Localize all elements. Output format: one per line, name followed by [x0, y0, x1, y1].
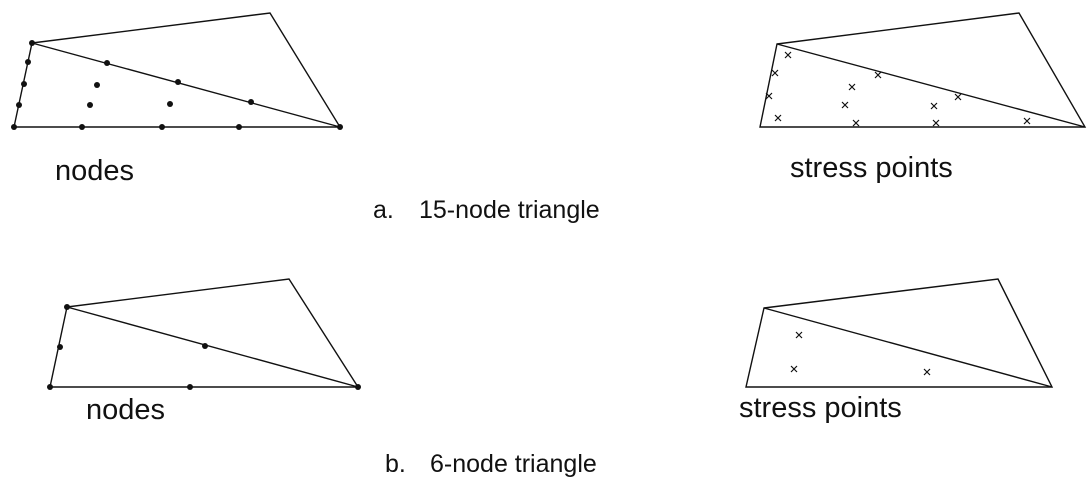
element-diagonal [66, 306, 359, 388]
panel-a-stress-label: stress points [790, 152, 953, 184]
stress-point-cross [1023, 117, 1031, 125]
node-dot [47, 384, 53, 390]
element-outline [13, 12, 342, 128]
node-points [47, 304, 361, 390]
stress-point-cross [848, 83, 856, 91]
node-dot [64, 304, 70, 310]
panel-b: nodes stress points b. 6-node triangle [47, 278, 1054, 477]
element-diagonal [31, 42, 341, 128]
node-dot [57, 344, 63, 350]
stress-point-cross [795, 331, 803, 339]
element-outline [49, 278, 360, 388]
node-dot [21, 81, 27, 87]
stress-points [765, 51, 1031, 127]
node-dot [248, 99, 254, 105]
stress-point-cross [923, 368, 931, 376]
stress-points [790, 331, 931, 376]
panel-b-nodes-element [47, 278, 361, 390]
panel-b-caption-letter: b. [385, 450, 406, 477]
panel-a-caption-text: 15-node triangle [419, 196, 600, 224]
stress-point-cross [874, 71, 882, 79]
stress-point-cross [954, 93, 962, 101]
node-dot [94, 82, 100, 88]
stress-point-cross [765, 92, 773, 100]
node-points [11, 40, 343, 130]
panel-a-nodes-label: nodes [55, 155, 134, 187]
stress-point-cross [841, 101, 849, 109]
panel-a: nodes stress points a. 15-node triangle [11, 12, 1087, 224]
node-dot [87, 102, 93, 108]
panel-b-caption-text: 6-node triangle [430, 450, 597, 477]
node-dot [167, 101, 173, 107]
node-dot [16, 102, 22, 108]
stress-point-cross [774, 114, 782, 122]
node-dot [355, 384, 361, 390]
node-dot [79, 124, 85, 130]
node-dot [202, 343, 208, 349]
panel-a-nodes-element [11, 12, 343, 130]
panel-a-caption-letter: a. [373, 196, 394, 224]
element-outline [759, 12, 1087, 128]
node-dot [11, 124, 17, 130]
panel-a-stress-element [759, 12, 1087, 128]
node-dot [25, 59, 31, 65]
stress-point-cross [771, 69, 779, 77]
stress-point-cross [852, 119, 860, 127]
node-dot [236, 124, 242, 130]
stress-point-cross [930, 102, 938, 110]
node-dot [337, 124, 343, 130]
node-dot [175, 79, 181, 85]
panel-b-nodes-label: nodes [86, 394, 165, 426]
stress-point-cross [790, 365, 798, 373]
panel-b-stress-element [745, 278, 1054, 388]
node-dot [104, 60, 110, 66]
element-diagonal [763, 307, 1053, 388]
stress-point-cross [784, 51, 792, 59]
node-dot [29, 40, 35, 46]
panel-b-stress-label: stress points [739, 392, 902, 424]
node-dot [187, 384, 193, 390]
element-diagonal [776, 43, 1086, 128]
node-dot [159, 124, 165, 130]
stress-point-cross [932, 119, 940, 127]
